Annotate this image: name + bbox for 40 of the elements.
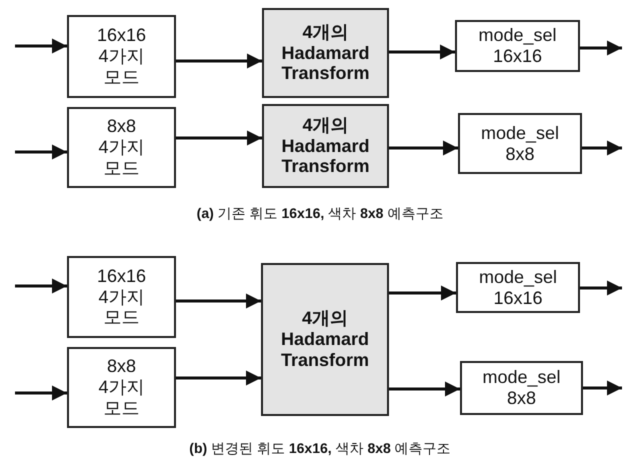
arrow — [176, 294, 261, 308]
node-label: 4개의 Hadamard Transform — [281, 114, 370, 178]
node-label: 16x16 4가지 모드 — [96, 25, 146, 88]
arrow — [15, 38, 67, 54]
node-label: mode_sel 8x8 — [480, 122, 560, 164]
process-box — [456, 262, 580, 313]
figure-caption: (b) 변경된 휘도 16x16, 색차 8x8 예측구조 — [189, 440, 451, 458]
process-box — [67, 347, 176, 428]
arrow — [389, 140, 458, 156]
node-label: 8x8 4가지 모드 — [98, 116, 144, 179]
process-box — [460, 361, 583, 415]
node-label: mode_sel 16x16 — [478, 266, 558, 308]
node-label: 4개의 Hadamard Transform — [280, 308, 370, 371]
process-box — [67, 15, 176, 98]
process-box — [67, 107, 176, 188]
arrow — [389, 286, 456, 300]
arrow — [176, 370, 261, 386]
process-box — [458, 113, 582, 174]
arrow — [583, 380, 622, 396]
transform-box — [261, 263, 389, 416]
arrow — [582, 140, 622, 156]
arrow — [15, 386, 67, 400]
node-label: mode_sel 8x8 — [482, 367, 561, 409]
node-label: 8x8 4가지 모드 — [98, 356, 144, 419]
arrow — [389, 382, 460, 396]
transform-box — [262, 104, 389, 188]
process-box — [455, 20, 580, 72]
arrow — [176, 130, 262, 146]
arrow — [580, 40, 622, 56]
node-label: mode_sel 16x16 — [478, 25, 557, 67]
arrow — [15, 144, 67, 160]
node-label: 16x16 4가지 모드 — [96, 266, 146, 328]
arrow — [580, 280, 622, 296]
transform-box — [262, 8, 389, 98]
arrow — [176, 54, 262, 68]
process-box — [67, 256, 176, 338]
arrow — [389, 44, 455, 60]
node-label: 4개의 Hadamard Transform — [281, 22, 370, 84]
arrow — [15, 278, 67, 294]
figure-caption: (a) 기존 휘도 16x16, 색차 8x8 예측구조 — [196, 205, 444, 223]
